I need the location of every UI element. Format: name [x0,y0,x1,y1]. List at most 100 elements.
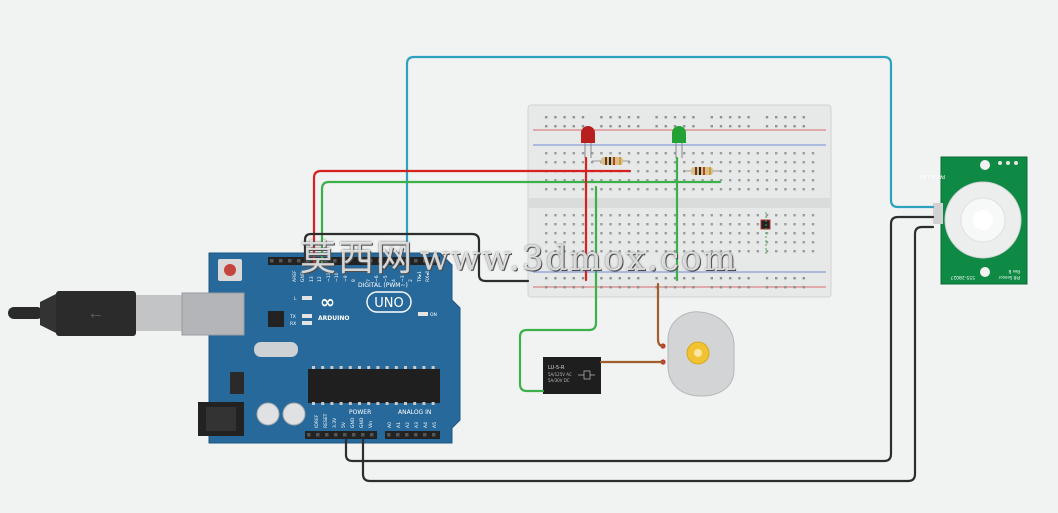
wire-brown-motor-breadboard[interactable] [656,282,665,348]
green-led[interactable] [672,126,686,158]
green-led-dome [672,126,686,143]
led-on [418,312,428,316]
led-l [302,296,312,300]
usb-symbol-icon: ⭠ [90,307,101,323]
watermark-cjk: 莫西网 [300,238,415,279]
crystal-oscillator [254,342,298,357]
dc-motor[interactable] [660,311,735,397]
pir-pad-1 [998,161,1002,165]
motor-shaft [694,349,702,357]
resistor-2[interactable] [683,167,720,175]
pin-label-gnd-1: GND [350,417,356,428]
relay-model-label: LU-5-R [548,365,565,371]
usb-cable: ⭠ [8,291,245,336]
arduino-infinity-logo: ∞ [320,292,335,313]
pin-label-9: ~9 [343,275,349,282]
red-led-dome [581,126,595,143]
breadboard[interactable] [527,104,832,298]
pin-label-5: ~5 [383,275,389,282]
arduino-brand-label: ARDUINO [318,315,349,322]
digital-pwm-label: DIGITAL (PWM~) [358,282,408,289]
pir-sensor[interactable]: PARALLAX 555-28027 PIR Sensor Rev B [919,156,1028,285]
pin-label-5v: 5V [341,421,347,428]
pin-label-2: 2 [408,279,414,282]
usb-cable-end [8,307,43,319]
usb-strain-relief [40,293,58,334]
usb-plug-body [56,291,136,336]
pin-label-a4: A4 [423,422,429,428]
led-tx-label: TX [289,314,296,320]
wire-cyan-pir[interactable] [405,55,935,264]
wire-red-pin12[interactable] [312,169,632,264]
power-header[interactable] [305,431,377,439]
red-led[interactable] [581,126,595,158]
led-tx [302,314,312,318]
wire-black-gnd[interactable] [303,232,530,283]
pin-label-gnd: GND [300,271,306,282]
wire-green-pin11[interactable] [320,180,722,264]
pin-label-10: ~10 [334,272,340,282]
pin-label-13: 13 [309,276,315,282]
pin-label-a3: A3 [414,422,420,428]
relay-ac-rating: 5A/125V AC [548,372,572,377]
pir-pad-3 [1014,161,1018,165]
relay-body [543,357,601,394]
dc-jack-inner [206,407,236,431]
pin-label-12: 12 [317,276,323,282]
power-label: POWER [349,409,371,416]
pin-label-rx0: RX◂0 [425,271,431,282]
pin-label-gnd-2: GND [359,417,365,428]
pir-part-number: 555-28027 [950,274,975,280]
pir-parallax-label: PARALLAX [919,173,945,179]
uno-label: UNO [374,296,403,311]
digital-header[interactable] [268,257,440,265]
breadboard-center-channel [528,198,831,208]
resistor-1[interactable] [592,157,630,165]
pin-label-ioref: IOREF [314,414,320,428]
pin-label-a0: A0 [387,422,393,428]
wire-green-relay[interactable] [518,185,598,393]
pin-label-a2: A2 [405,422,411,428]
relay-dc-rating: 5A/30V DC [548,378,570,383]
led-rx [302,321,312,325]
pin-label-11: ~11 [326,272,332,282]
analog-header[interactable] [385,431,440,439]
analog-in-label: ANALOG IN [398,409,431,416]
usb-metal-shell [136,295,184,331]
pin-label-3: ~3 [400,275,406,282]
reset-button-cap[interactable] [224,264,236,276]
capacitor-2 [282,402,306,426]
pin-label-8: 8 [351,279,357,282]
pin-label-a5: A5 [432,422,438,428]
voltage-regulator [230,372,244,394]
pin-label-a1: A1 [396,422,402,428]
uno-logo-outline [366,291,412,313]
atmega-chip-pins [312,366,435,405]
led-rx-label: RX [290,321,296,327]
relay-coil-symbol [578,370,595,380]
led-on-label: ON [430,312,437,318]
usb-interface-chip [268,311,284,327]
relay[interactable]: LU-5-R 5A/125V AC 5A/30V DC [543,357,601,394]
wire-black-5v[interactable] [344,215,935,463]
arduino-uno-board[interactable]: ⭠ ∞ UNO ARDUINO DIGITAL (PWM~) POWER [8,252,461,444]
pir-rev-label: Rev B [1008,269,1020,274]
pin-label-aref: AREF [292,270,298,282]
watermark-url: www.3dmox.com [420,239,738,279]
led-l-label: L [294,296,297,302]
atmega-chip [308,369,440,403]
pir-dome-center [973,210,993,230]
pin-label-vin: Vin [368,421,374,428]
wire-black-gnd-pir[interactable] [361,225,935,483]
pin-label-6: ~6 [374,275,380,282]
pir-pin-header[interactable] [933,203,943,224]
pin-label-7: 7 [366,279,372,282]
capacitor-1 [256,402,280,426]
pin-label-tx1: TX▸1 [417,271,423,283]
pir-sensor-label: PIR Sensor [998,275,1020,280]
pir-pad-2 [1006,161,1010,165]
pir-mount-hole-bottom [980,267,990,277]
pin-label-3v3: 3.3V [332,417,338,428]
